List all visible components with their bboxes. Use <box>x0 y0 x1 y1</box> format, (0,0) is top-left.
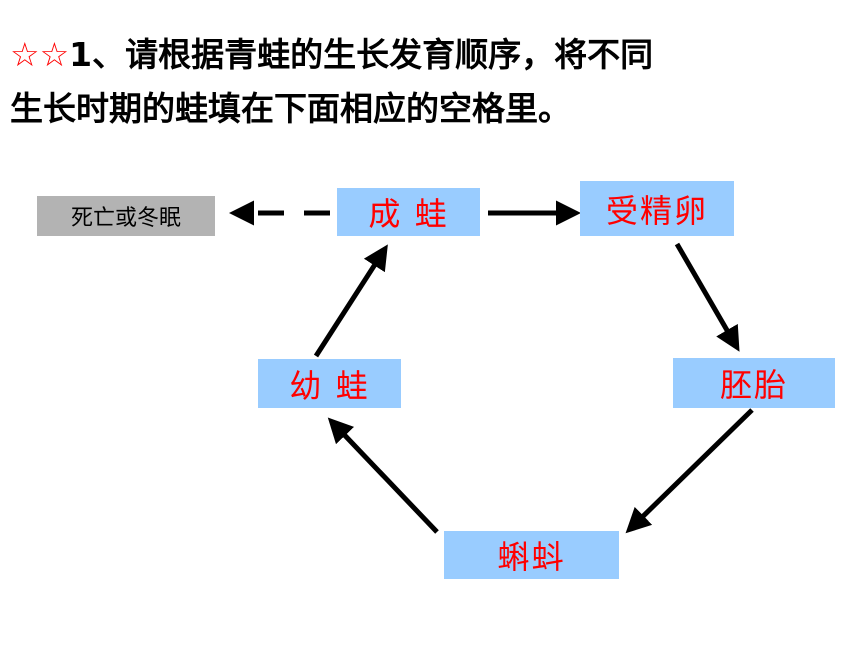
arrow-egg-to-embryo <box>674 242 740 352</box>
stage-box-fertilized-egg: 受精卵 <box>580 181 734 236</box>
arrow-embryo-to-tadpole <box>625 408 754 534</box>
stage-label-froglet: 幼 蛙 <box>289 366 370 405</box>
stage-label-fertilized-egg: 受精卵 <box>605 191 708 230</box>
question-line-2: 生长时期的蛙填在下面相应的空格里。 <box>10 89 571 128</box>
stage-label-tadpole: 蝌蚪 <box>497 538 566 576</box>
arrow-tadpole-to-froglet <box>327 417 439 534</box>
question-title: ☆☆1、请根据青蛙的生长发育顺序，将不同 生长时期的蛙填在下面相应的空格里。 <box>10 28 850 136</box>
stage-box-froglet: 幼 蛙 <box>258 359 401 408</box>
stage-box-embryo: 胚胎 <box>673 358 835 408</box>
death-or-hibernation-label: 死亡或冬眠 <box>70 206 181 231</box>
death-or-hibernation-box: 死亡或冬眠 <box>37 196 215 236</box>
stage-label-adult-frog: 成 蛙 <box>368 195 449 233</box>
stage-label-embryo: 胚胎 <box>719 366 788 404</box>
stage-box-tadpole: 蝌蚪 <box>444 531 619 579</box>
star-icons: ☆☆ <box>10 35 70 74</box>
stage-box-adult-frog: 成 蛙 <box>337 188 480 236</box>
question-line-1: 1、请根据青蛙的生长发育顺序，将不同 <box>69 35 654 74</box>
arrow-froglet-to-adult <box>313 244 388 358</box>
